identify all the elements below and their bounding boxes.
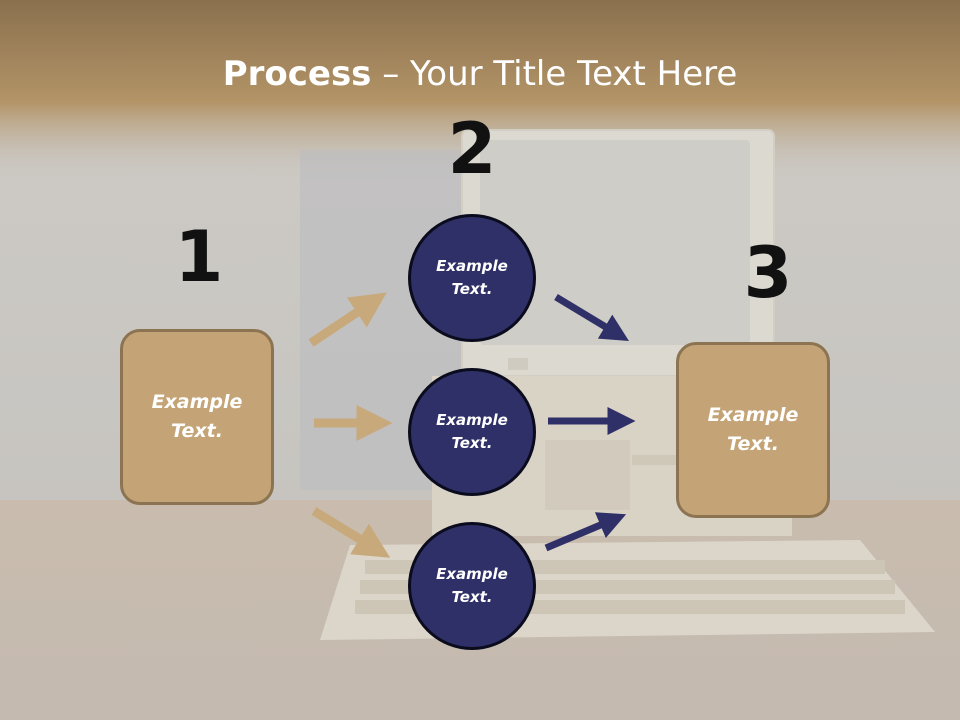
circle-top-text: Example Text. <box>436 257 508 298</box>
circle-bottom-text: Example Text. <box>436 565 508 606</box>
step-number-1: 1 <box>174 216 224 298</box>
step-number-3: 3 <box>743 232 793 314</box>
slide-title-rest: – Your Title Text Here <box>371 54 738 94</box>
step-2-circle-middle: Example Text. <box>408 368 536 496</box>
step-1-box: Example Text. <box>120 329 274 505</box>
slide-title-bold: Process <box>222 54 372 94</box>
circle-middle-text: Example Text. <box>436 411 508 452</box>
step-2-circle-top: Example Text. <box>408 214 536 342</box>
step-number-2: 2 <box>447 108 497 190</box>
step-3-box: Example Text. <box>676 342 830 518</box>
slide-title: Process – Your Title Text Here <box>0 54 960 94</box>
step-3-box-text: Example Text. <box>707 404 799 455</box>
step-1-box-text: Example Text. <box>151 391 243 442</box>
step-2-circle-bottom: Example Text. <box>408 522 536 650</box>
